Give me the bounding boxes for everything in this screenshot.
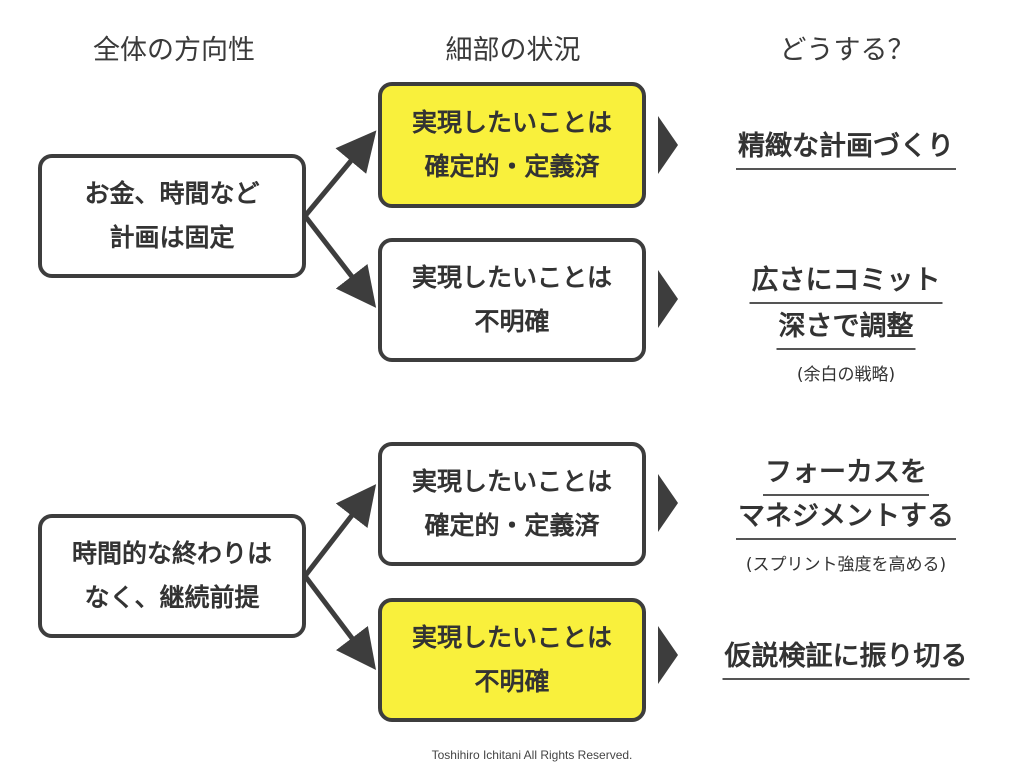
case-box-unclear: 実現したいことは 不明確 bbox=[378, 238, 646, 362]
connector-arrow bbox=[303, 574, 377, 670]
header-overall: 全体の方向性 bbox=[93, 35, 255, 66]
case-line: 実現したいことは bbox=[411, 623, 612, 652]
source-line: 時間的な終わりは bbox=[71, 539, 272, 568]
source-box-continuous: 時間的な終わりは なく、継続前提 bbox=[38, 514, 306, 638]
header-action: どうする？ bbox=[779, 35, 915, 66]
case-line: 確定的・定義済 bbox=[424, 511, 600, 540]
case-box-defined: 実現したいことは 確定的・定義済 bbox=[378, 82, 646, 208]
result-label: マネジメントする bbox=[736, 494, 956, 540]
case-box-defined: 実現したいことは 確定的・定義済 bbox=[378, 442, 646, 566]
result-arrow bbox=[658, 116, 678, 174]
header-detail: 細部の状況 bbox=[445, 35, 581, 66]
case-line: 実現したいことは bbox=[411, 108, 612, 137]
source-line: お金、時間など bbox=[84, 179, 260, 208]
case-line: 不明確 bbox=[474, 667, 550, 696]
result-arrow bbox=[658, 626, 678, 684]
result-label: 精緻な計画づくり bbox=[736, 124, 956, 170]
case-line: 実現したいことは bbox=[411, 467, 612, 496]
connector-arrow bbox=[303, 484, 377, 578]
case-line: 不明確 bbox=[474, 307, 550, 336]
source-box-fixed-plan: お金、時間など 計画は固定 bbox=[38, 154, 306, 278]
result-note: (余白の戦略) bbox=[796, 365, 896, 385]
result-label: 仮説検証に振り切る bbox=[722, 634, 970, 680]
source-line: 計画は固定 bbox=[109, 223, 235, 252]
result-arrow bbox=[658, 270, 678, 328]
result-arrow bbox=[658, 474, 678, 532]
result-label: 深さで調整 bbox=[776, 304, 916, 350]
result-label: 広さにコミット bbox=[749, 258, 943, 304]
connector-arrow bbox=[303, 130, 377, 218]
connector-arrow bbox=[303, 214, 377, 308]
case-box-unclear: 実現したいことは 不明確 bbox=[378, 598, 646, 722]
source-line: なく、継続前提 bbox=[84, 583, 260, 612]
result-note: (スプリント強度を高める) bbox=[745, 555, 947, 575]
case-line: 実現したいことは bbox=[411, 263, 612, 292]
copyright-footer: Toshihiro Ichitani All Rights Reserved. bbox=[431, 748, 633, 762]
result-label: フォーカスを bbox=[763, 450, 929, 496]
case-line: 確定的・定義済 bbox=[424, 152, 600, 181]
